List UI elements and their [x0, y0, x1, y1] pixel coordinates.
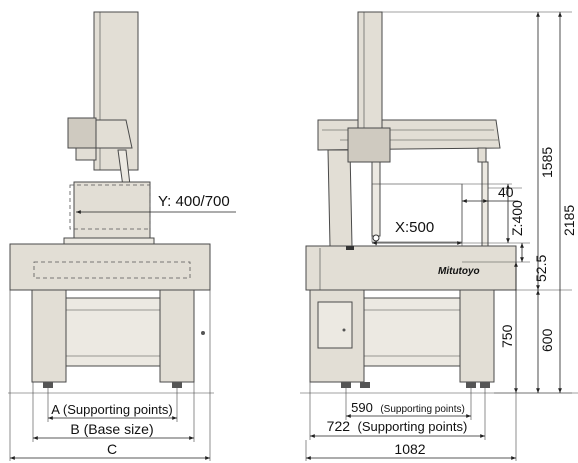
side-foot	[341, 382, 351, 388]
side-probe	[371, 161, 381, 237]
dim-a-label: A (Supporting points)	[51, 402, 172, 417]
support-590-note: (Supporting points)	[380, 404, 465, 415]
side-leg-right	[459, 289, 495, 383]
front-leg-left	[31, 289, 67, 383]
height-1585-label: 1585	[539, 147, 555, 178]
x-travel-label: X:500	[395, 219, 434, 236]
y-travel-label: Y: 400/700	[158, 193, 230, 210]
height-2185-label: 2185	[561, 205, 577, 236]
front-view: Y: 400/700 A (Supporting points) B (Base…	[8, 11, 236, 461]
side-table	[305, 245, 517, 291]
dim-b-label: B (Base size)	[70, 421, 153, 437]
side-view: Mitutoyo X:500 40 Z:400 52.5	[300, 11, 578, 461]
support-722-label: 722 (Supporting points)	[327, 418, 468, 435]
side-foot	[360, 382, 370, 388]
support-722-note: (Supporting points)	[357, 419, 467, 434]
z-travel-label: Z:400	[509, 200, 525, 236]
width-1082-label: 1082	[394, 441, 425, 457]
offset-52-5-label: 52.5	[533, 255, 549, 282]
offset-40-label: 40	[498, 184, 514, 200]
side-bridge	[317, 119, 501, 151]
support-590-label: 590 (Supporting points)	[351, 399, 465, 416]
y-travel-box	[69, 184, 151, 230]
side-foot	[480, 382, 490, 388]
front-housing	[73, 181, 151, 239]
front-leg-right	[159, 289, 195, 383]
front-table	[9, 243, 211, 291]
height-750-label: 750	[499, 324, 515, 348]
front-foot	[172, 382, 182, 388]
side-foot	[466, 382, 476, 388]
support-590-value: 590	[351, 400, 373, 415]
brand-label: Mitutoyo	[438, 266, 480, 277]
dim-c-label: C	[107, 441, 117, 457]
front-head-block	[67, 117, 97, 149]
support-722-value: 722	[327, 418, 351, 434]
side-support-left	[327, 149, 353, 247]
height-600-label: 600	[539, 328, 555, 352]
front-foot	[43, 382, 53, 388]
